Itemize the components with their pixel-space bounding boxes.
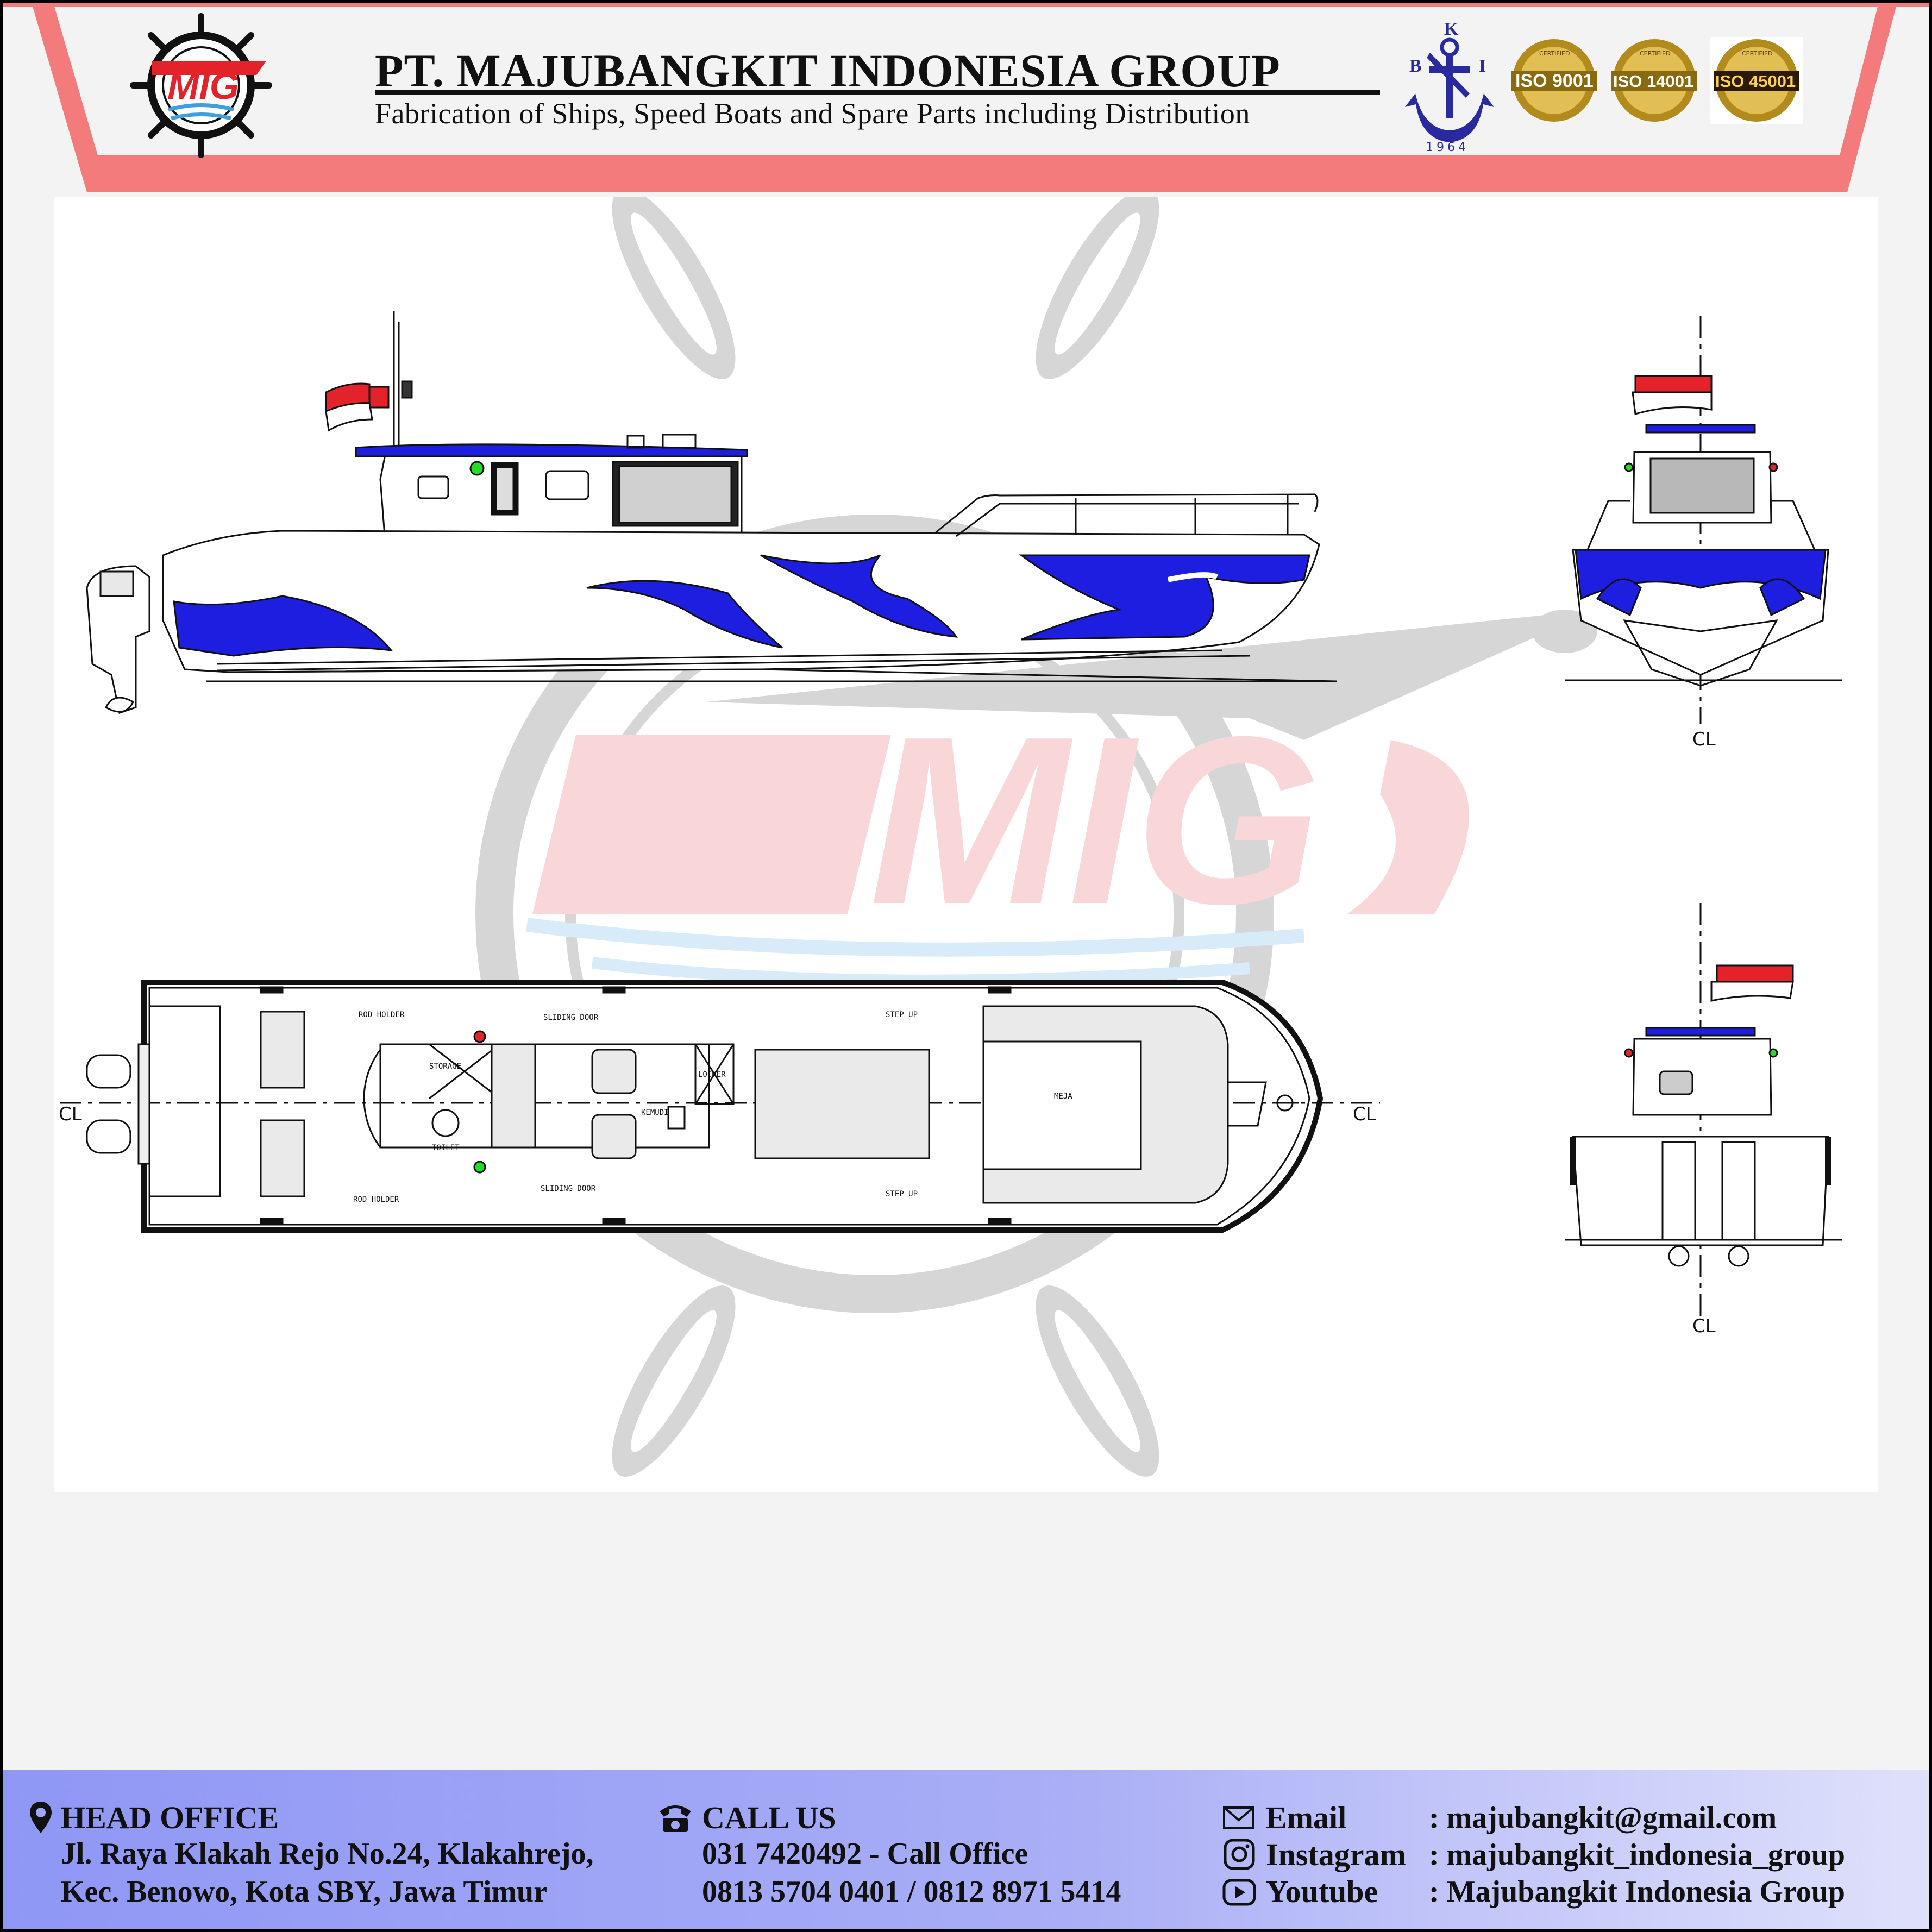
logo-text: MIG: [167, 65, 239, 107]
youtube-icon: [1222, 1879, 1256, 1906]
head-office-address-1: Jl. Raya Klakah Rejo No.24, Klakahrejo,: [61, 1837, 594, 1871]
iso-45001-badge: CERTIFIED ISO 45001: [1710, 37, 1803, 124]
drawing-panel: MIG: [54, 197, 1878, 1492]
centerline-rear: CL: [1692, 1315, 1716, 1337]
label-locker: LOCKER: [698, 1070, 726, 1079]
iso-9001-badge: CERTIFIED ISO 9001: [1508, 37, 1600, 124]
bki-year: 1964: [1426, 141, 1469, 153]
centerline-front: CL: [1692, 729, 1716, 750]
rear-view: CL: [1565, 903, 1842, 1337]
badge-label: ISO 9001: [1515, 71, 1594, 91]
label-sliding-door-bottom: SLIDING DOOR: [541, 1184, 596, 1193]
instagram-value[interactable]: : majubangkit_indonesia_group: [1429, 1838, 1846, 1872]
centerline-plan-left: CL: [59, 1103, 82, 1125]
badge-label: ISO 45001: [1715, 72, 1796, 91]
label-meja: MEJA: [1054, 1092, 1072, 1101]
bki-letter-i: I: [1479, 56, 1486, 76]
company-name: PT. MAJUBANGKIT INDONESIA GROUP: [375, 45, 1281, 97]
header: MIG PT. MAJUBANGKIT INDONESIA GROUP Fabr…: [0, 0, 1932, 196]
head-office-address-2: Kec. Benowo, Kota SBY, Jawa Timur: [61, 1875, 548, 1909]
badge-ring-text: CERTIFIED: [1742, 50, 1772, 57]
instagram-label: Instagram: [1266, 1837, 1406, 1872]
watermark-text: MIG: [869, 687, 1321, 954]
badge-label: ISO 14001: [1613, 72, 1693, 91]
plan-view: CL CL: [59, 980, 1380, 1233]
location-pin-icon: [30, 1802, 52, 1833]
call-us-title: CALL US: [702, 1800, 836, 1835]
call-office-number[interactable]: 031 7420492 - Call Office: [702, 1837, 1028, 1871]
envelope-icon: [1223, 1806, 1254, 1829]
front-view: CL: [1565, 316, 1842, 750]
label-sliding-door-top: SLIDING DOOR: [543, 1013, 599, 1022]
badge-ring-text: CERTIFIED: [1539, 50, 1570, 57]
label-storage: STORAGE: [429, 1062, 461, 1071]
label-step-up-bottom: STEP UP: [886, 1190, 918, 1199]
bki-letter-b: B: [1409, 56, 1422, 76]
email-value[interactable]: : majubangkit@gmail.com: [1429, 1801, 1777, 1835]
footer: HEAD OFFICE Jl. Raya Klakah Rejo No.24, …: [0, 1770, 1932, 1932]
side-profile-view: [86, 311, 1337, 714]
badge-ring-text: CERTIFIED: [1640, 50, 1670, 57]
instagram-icon: [1224, 1839, 1255, 1870]
title-underline: [375, 90, 1380, 95]
phone-icon: [660, 1805, 691, 1832]
iso-14001-badge: CERTIFIED ISO 14001: [1608, 37, 1701, 124]
label-step-up-top: STEP UP: [886, 1011, 918, 1019]
mobile-numbers[interactable]: 0813 5704 0401 / 0812 8971 5414: [702, 1875, 1121, 1909]
company-tagline: Fabrication of Ships, Speed Boats and Sp…: [375, 97, 1250, 130]
label-rod-holder-top: ROD HOLDER: [359, 1011, 405, 1019]
youtube-label: Youtube: [1266, 1874, 1378, 1909]
watermark-logo: MIG: [475, 197, 1597, 1477]
bki-letter-k: K: [1444, 19, 1459, 39]
label-kemudi: KEMUDI: [641, 1108, 669, 1117]
label-toilet: TOILET: [432, 1144, 460, 1152]
company-logo: MIG: [130, 13, 272, 158]
email-label: Email: [1266, 1800, 1347, 1835]
label-rod-holder-bottom: ROD HOLDER: [353, 1195, 399, 1204]
bki-anchor-logo: K B I 1964: [1405, 19, 1494, 153]
head-office-title: HEAD OFFICE: [61, 1800, 279, 1835]
centerline-plan-right: CL: [1353, 1103, 1376, 1125]
youtube-value[interactable]: : Majubangkit Indonesia Group: [1429, 1875, 1846, 1909]
